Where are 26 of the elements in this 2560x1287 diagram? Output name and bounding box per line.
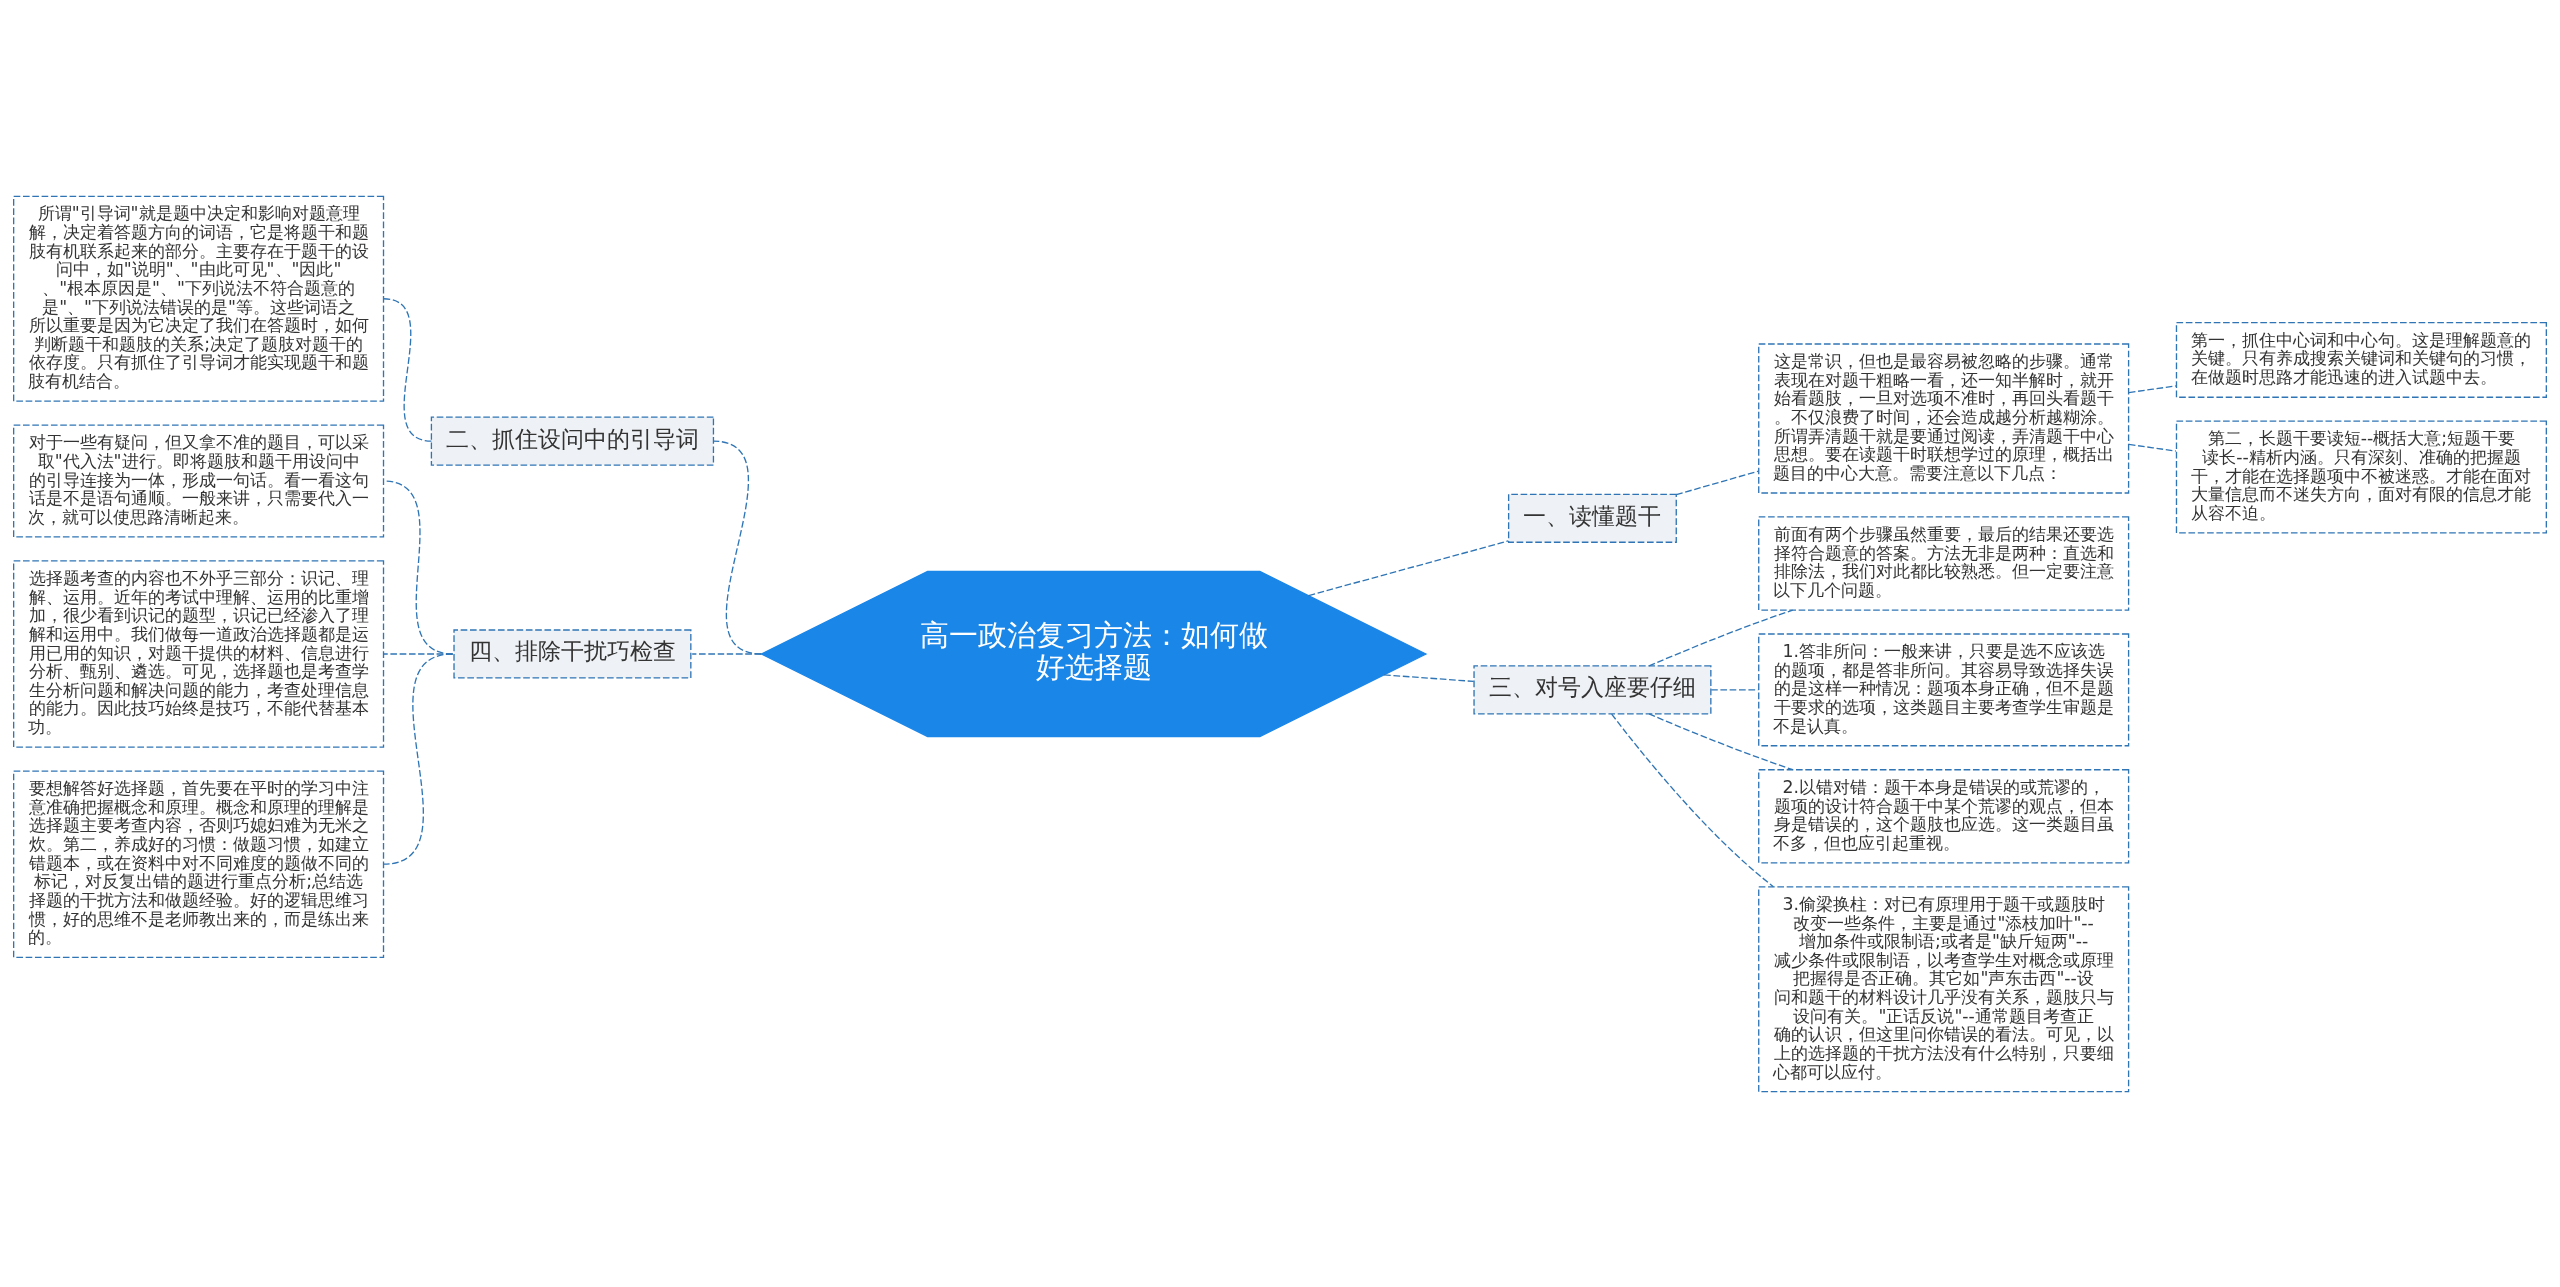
- node-box: 这是常识，但也是最容易被忽略的步骤。通常表现在对题干粗略一看，还一知半解时，就开始看题肢，一旦对选项不准时，再回头看题干。不仅浪费了时间，还会造成越分析越糊涂。所谓弄清题干就是要通过阅读，弄清题干中心思想。要在读题干时联想学过的原理，概括出题目的中心大意。需要注意以下几点：: [1758, 342, 2130, 494]
- connector: [1675, 469, 1760, 495]
- connector: [2128, 384, 2177, 393]
- connector: [1648, 712, 1794, 770]
- connector: [382, 652, 454, 865]
- connector: [382, 297, 433, 442]
- node-box: 要想解答好选择题，首先要在平时的学习中注意准确把握概念和原理。概念和原理的理解是选择题主要考查内容，否则巧媳妇难为无米之炊。第二，养成好的习惯：做题习惯，如建立错题本，或在资料中对不同难度的题做不同的标记，对反复出错的题进行重点分析;总结选择题的干扰方法和做题经验。好的逻辑思维习惯，好的思维不是老师教出来的，而是练出来的。: [13, 769, 385, 958]
- node-box: 三、对号入座要仔细: [1473, 664, 1712, 714]
- connector: [691, 652, 762, 655]
- connector: [1648, 608, 1794, 666]
- node-box: 2.以错对错：题干本身是错误的或荒谬的，题项的设计符合题干中某个荒谬的观点，但本身是错误的，这个题肢也应选。这一类题目虽不多，但也应引起重视。: [1758, 768, 2130, 863]
- node-box: 对于一些有疑问，但又拿不准的题目，可以采取"代入法"进行。即将题肢和题干用设问中的引导连接为一体，形成一句话。看一看这句话是不是语句通顺。一般来讲，只需要代入一次，就可以使思路清晰起来。: [13, 424, 385, 538]
- node-box: 二、抓住设问中的引导词: [430, 416, 715, 466]
- node-box: 所谓"引导词"就是题中决定和影响对题意理解，决定着答题方向的词语，它是将题干和题肢有机联系起来的部分。主要存在于题干的设问中，如"说明"、"由此可见"、"因此"、"根本原因是"、"下列说法不符合题意的是"、"下列说法错误的是"等。这些词语之所以重要是因为它决定了我们在答题时，如何判断题干和题肢的关系;决定了题肢对题干的依存度。只有抓住了引导词才能实现题干和题肢有机结合。: [13, 195, 385, 402]
- node-box: 四、排除干扰巧检查: [453, 628, 692, 679]
- connector: [1383, 673, 1475, 682]
- node-box: 1.答非所问：一般来讲，只要是选不应该选的题项，都是答非所问。其容易导致选择失误的是这样一种情况：题项本身正确，但不是题干要求的选项，这类题目主要考查学生审题是不是认真。: [1758, 632, 2130, 746]
- node-box: 选择题考查的内容也不外乎三部分：识记、理解、运用。近年的考试中理解、运用的比重增加，很少看到识记的题型，识记已经渗入了理解和运用中。我们做每一道政治选择题都是运用已用的知识，对题干提供的材料、信息进行分析、甄别、遴选。可见，选择题也是考查学生分析问题和解决问题的能力，考查处理信息的能力。因此技巧始终是技巧，不能代替基本功。: [13, 559, 385, 748]
- node-box: 前面有两个步骤虽然重要，最后的结果还要选择符合题意的答案。方法无非是两种：直选和排除法，我们对此都比较熟悉。但一定要注意以下几个问题。: [1758, 515, 2130, 611]
- connector: [1308, 539, 1509, 596]
- node-box: 3.偷梁换柱：对已有原理用于题干或题肢时改变一些条件，主要是通过"添枝加叶"--增加条件或限制语;或者是"缺斤短两"--减少条件或限制语，以考查学生对概念或原理把握得是否正确。其它如"声东击西"--设问和题干的材料设计几乎没有关系，题肢只与设问有关。"正话反说"--通常题目考查正确的认识，但这里问你错误的看法。可见，以上的选择题的干扰方法没有什么特别，只要细心都可以应付。: [1758, 885, 2130, 1092]
- node-box: 一、读懂题干: [1507, 493, 1677, 543]
- node-box: 第二，长题干要读短--概括大意;短题干要读长--精析内涵。只有深刻、准确的把握题干，才能在选择题项中不被迷惑。才能在面对大量信息而不迷失方向，面对有限的信息才能从容不迫。: [2175, 420, 2547, 534]
- connector: [2128, 443, 2177, 452]
- node-box: 第一，抓住中心词和中心句。这是理解题意的关键。只有养成搜索关键词和关键句的习惯，在做题时思路才能迅速的进入试题中去。: [2175, 321, 2547, 398]
- connector: [1611, 712, 1775, 887]
